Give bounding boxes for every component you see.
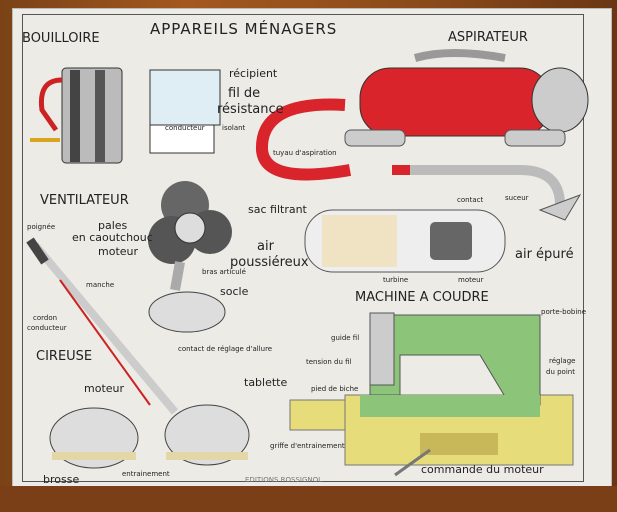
label-guide-fil: guide fil: [331, 334, 360, 342]
label-poussiereux: poussiéreux: [230, 255, 309, 270]
label-caoutchouc: en caoutchouc: [72, 231, 153, 244]
label-pales: pales: [98, 219, 128, 232]
label-fil-de: fil de: [228, 86, 261, 101]
label-sac-filtrant: sac filtrant: [248, 203, 307, 216]
publisher-label: EDITIONS ROSSIGNOL: [245, 476, 323, 484]
label-griffe: griffe d'entrainement: [270, 442, 345, 450]
label-conducteur-cireuse: conducteur: [27, 324, 67, 332]
title-machine: MACHINE A COUDRE: [355, 290, 489, 305]
kettle-illustration: [30, 67, 221, 164]
title-main: APPAREILS MÉNAGERS: [150, 20, 338, 38]
label-tablette: tablette: [244, 376, 288, 389]
label-air-epure: air épuré: [515, 247, 574, 262]
frame-bottom: [0, 486, 617, 512]
polisher-illustration: [26, 237, 250, 469]
label-entrainement: entrainement: [122, 470, 170, 478]
label-bras: bras articulé: [202, 268, 246, 276]
label-tension: tension du fil: [306, 358, 352, 366]
label-cordon: cordon: [33, 314, 58, 322]
fan-illustration: [148, 181, 232, 333]
label-contact: contact: [457, 196, 484, 204]
label-resistance: résistance: [217, 102, 284, 117]
title-bouilloire: BOUILLOIRE: [22, 31, 100, 46]
label-isolant: isolant: [222, 124, 246, 132]
label-conducteur: conducteur: [165, 124, 205, 132]
label-socle: socle: [220, 285, 249, 298]
label-poignee: poignée: [27, 223, 56, 231]
title-aspirateur: ASPIRATEUR: [448, 30, 528, 45]
label-moteur-vent: moteur: [98, 245, 139, 258]
label-recipient: récipient: [229, 67, 278, 80]
title-ventilateur: VENTILATEUR: [40, 193, 129, 208]
label-tuyau: tuyau d'aspiration: [273, 149, 337, 157]
poster-border: [22, 14, 584, 482]
vacuum-illustration: [255, 49, 589, 273]
label-commande: commande du moteur: [421, 463, 544, 476]
label-moteur-cireuse: moteur: [84, 382, 125, 395]
label-turbine: turbine: [383, 276, 409, 284]
label-pied-de-biche: pied de biche: [311, 385, 359, 393]
label-moteur-asp: moteur: [458, 276, 484, 284]
label-brosse: brosse: [43, 473, 80, 486]
label-du-point: du point: [546, 368, 575, 376]
label-manche: manche: [86, 281, 115, 289]
label-porte-bobine: porte-bobine: [541, 308, 587, 316]
label-suceur: suceur: [505, 194, 529, 202]
label-air: air: [257, 239, 274, 254]
label-reglage: réglage: [549, 357, 576, 365]
sewing-machine-illustration: [289, 312, 574, 477]
title-cireuse: CIREUSE: [36, 349, 93, 364]
label-contact-allure: contact de réglage d'allure: [178, 345, 273, 353]
